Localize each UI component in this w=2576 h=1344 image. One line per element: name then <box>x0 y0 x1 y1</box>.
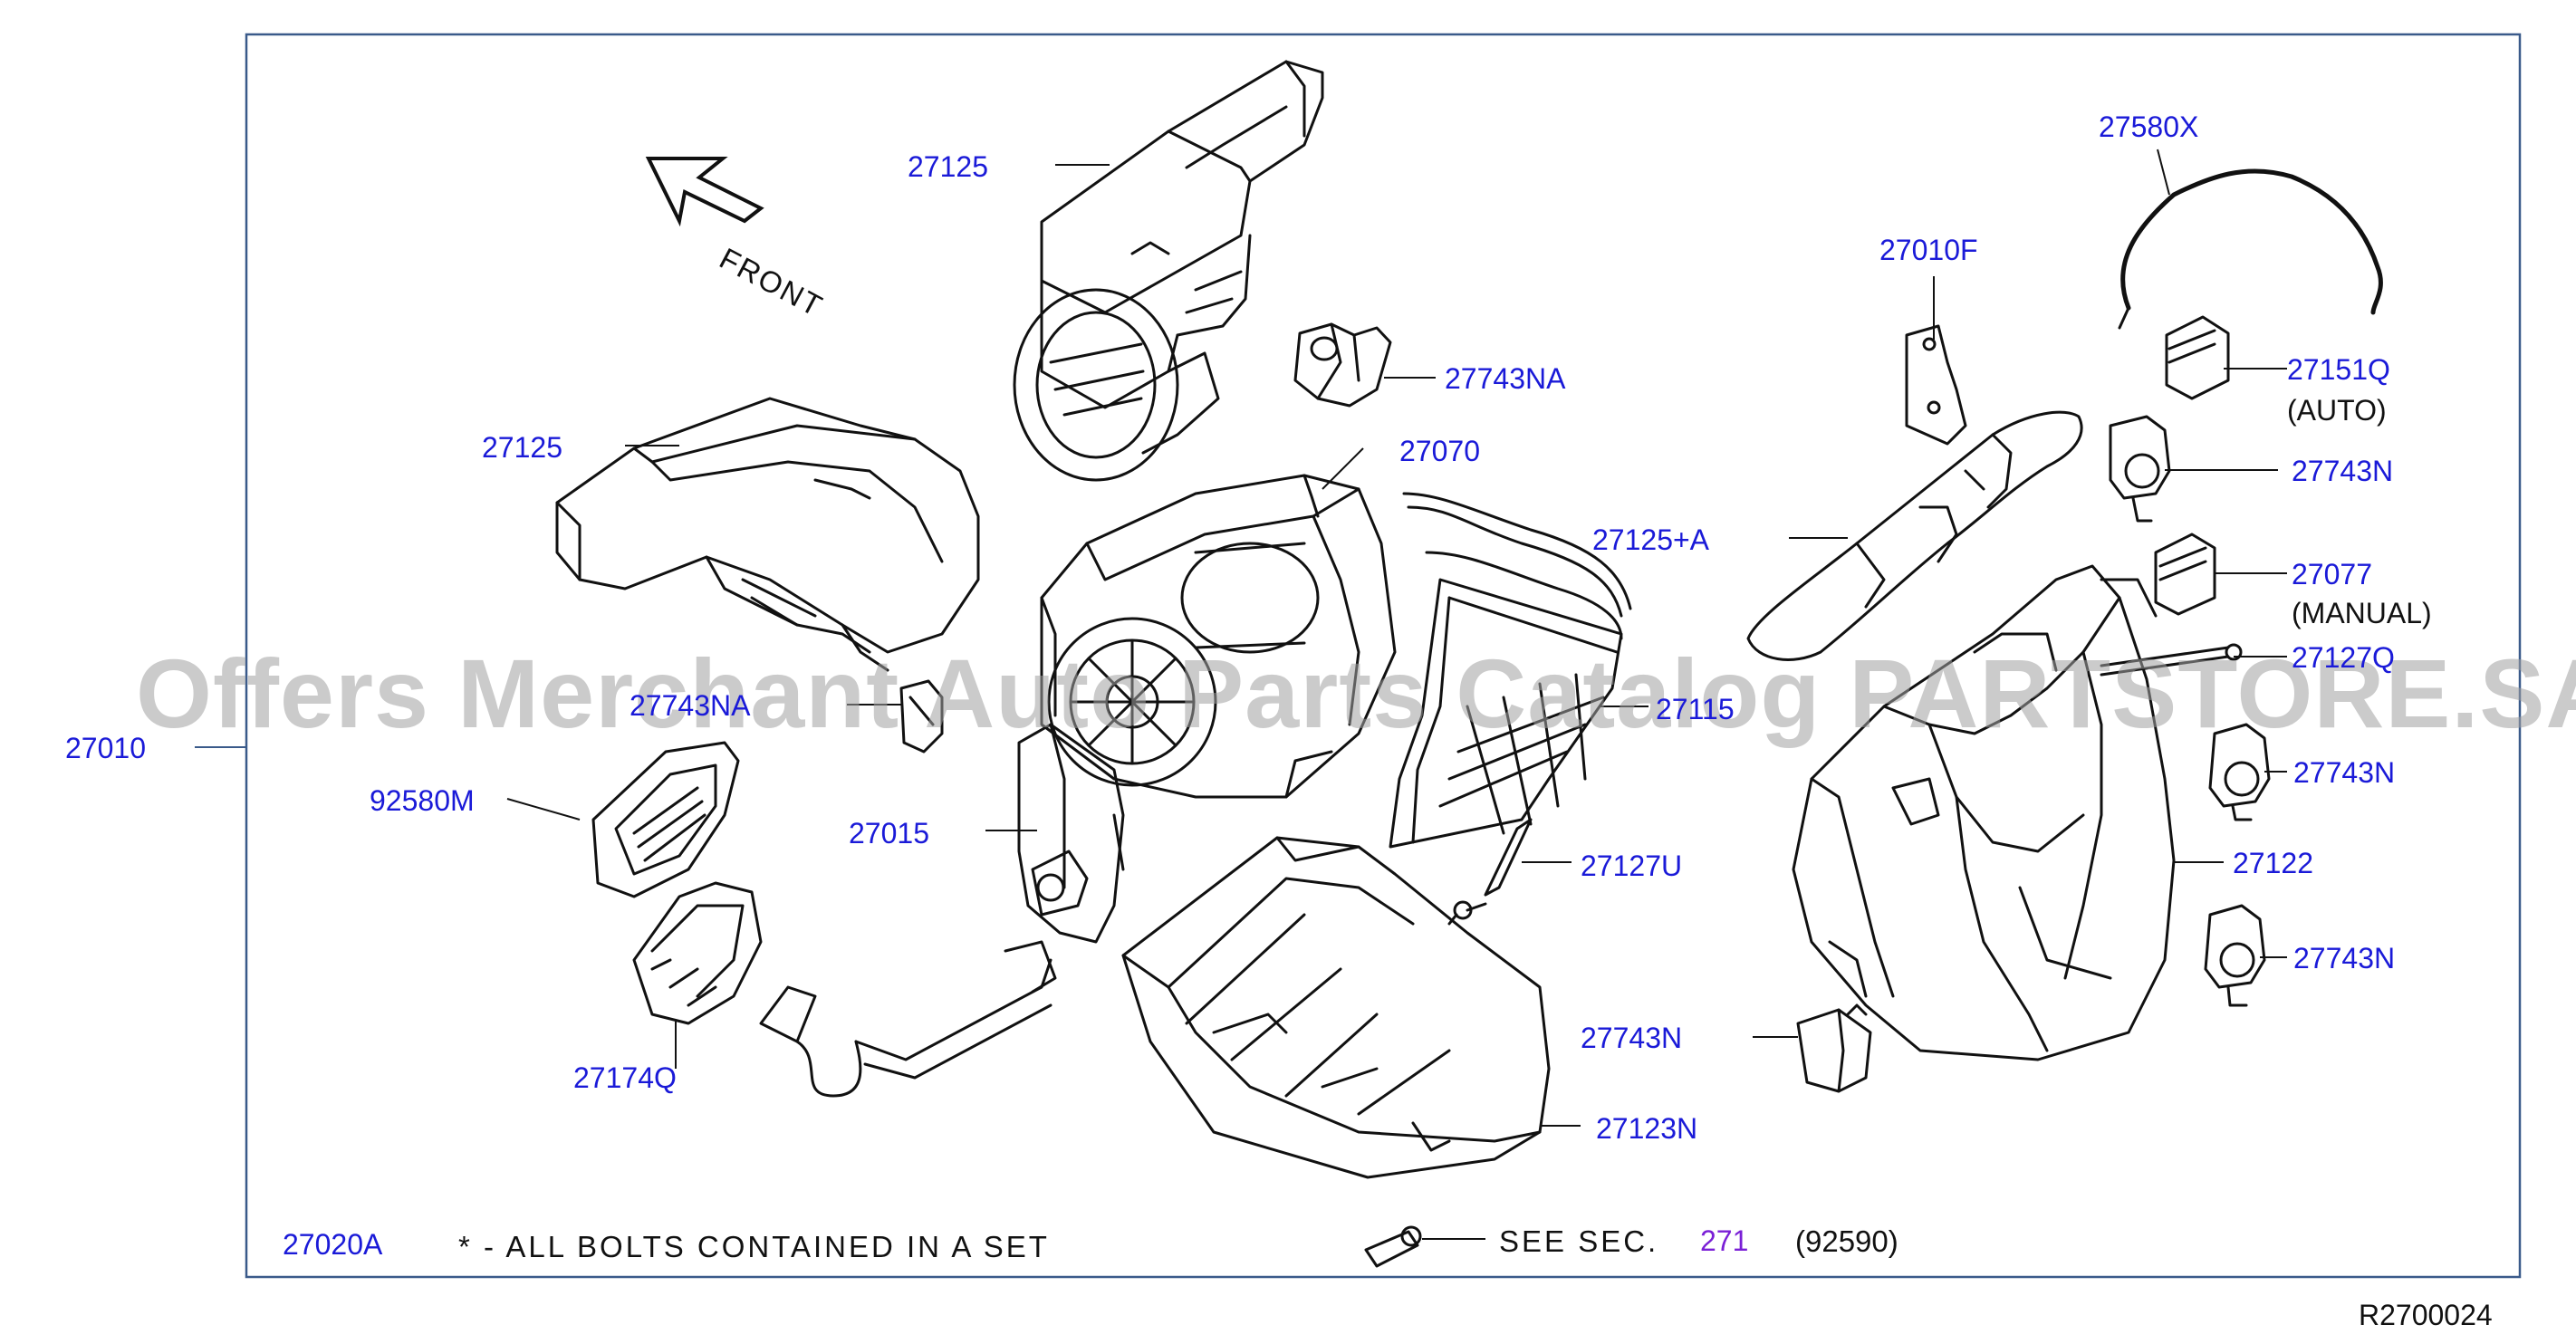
label-27743N-r1[interactable]: 27743N <box>2292 455 2394 487</box>
part-actuator-27743N-bottom <box>1796 1003 1872 1093</box>
label-27743N-bottom[interactable]: 27743N <box>1581 1022 1683 1054</box>
part-duct-27125-top <box>1013 60 1324 482</box>
part-actuator-27743N-r2 <box>2208 723 2271 821</box>
part-housing-27015 <box>1017 723 1125 944</box>
part-module-27151Q <box>2165 315 2230 400</box>
label-27122[interactable]: 27122 <box>2233 847 2313 879</box>
part-blower-27070 <box>1040 474 1397 799</box>
qualifier-manual: (MANUAL) <box>2292 597 2432 629</box>
label-27070[interactable]: 27070 <box>1399 435 1480 467</box>
label-27115[interactable]: 27115 <box>1656 693 1735 725</box>
see-sec-prefix: SEE SEC. <box>1499 1224 1659 1258</box>
part-module-27077 <box>2154 533 2216 616</box>
label-27174Q[interactable]: 27174Q <box>573 1061 677 1094</box>
reference-id: R2700024 <box>2359 1299 2493 1331</box>
label-27010F[interactable]: 27010F <box>1879 234 1978 266</box>
part-hose-27174Q <box>632 881 1057 1098</box>
diagram-frame <box>245 33 2522 1279</box>
part-actuator-27743N-r1 <box>2109 415 2171 523</box>
label-27077[interactable]: 27077 <box>2292 558 2372 590</box>
label-27125A[interactable]: 27125+A <box>1592 523 1710 556</box>
part-clip-27743NA-left <box>899 679 944 754</box>
part-actuator-27743N-r3 <box>2204 904 2266 1007</box>
part-actuator-27743NA-upper <box>1293 322 1392 408</box>
part-duct-27125-left <box>555 397 980 672</box>
label-27010[interactable]: 27010 <box>65 732 146 764</box>
label-27151Q[interactable]: 27151Q <box>2287 353 2390 386</box>
part-link-27127U <box>1447 818 1533 926</box>
part-case-27122 <box>1792 564 2176 1061</box>
label-27743N-r2[interactable]: 27743N <box>2293 756 2396 789</box>
part-case-27123N <box>1121 836 1551 1179</box>
label-27127Q[interactable]: 27127Q <box>2292 641 2395 674</box>
leader-27070 <box>1322 447 1364 490</box>
label-27743N-r3[interactable]: 27743N <box>2293 942 2396 974</box>
part-duct-27125A <box>1746 410 2083 661</box>
part-bolt-see-sec <box>1364 1225 1422 1268</box>
part-bracket-27010F <box>1905 324 1967 446</box>
label-27743NA-upper[interactable]: 27743NA <box>1445 362 1566 395</box>
see-sec-number-link[interactable]: 271 <box>1700 1224 1749 1257</box>
part-wire-27580X <box>2118 168 2383 330</box>
qualifier-auto: (AUTO) <box>2287 394 2387 427</box>
label-27123N[interactable]: 27123N <box>1596 1112 1698 1145</box>
label-27743NA-left[interactable]: 27743NA <box>630 689 751 722</box>
bolts-note: * - ALL BOLTS CONTAINED IN A SET <box>458 1230 1050 1263</box>
label-27125-top[interactable]: 27125 <box>908 150 988 183</box>
label-27127U[interactable]: 27127U <box>1581 850 1683 882</box>
part-grille-92580M <box>591 741 740 898</box>
leader-92580M <box>506 798 581 821</box>
label-92580M[interactable]: 92580M <box>370 784 475 817</box>
leader-27580X <box>2157 149 2170 196</box>
label-27015[interactable]: 27015 <box>849 817 929 850</box>
label-27125-left[interactable]: 27125 <box>482 431 562 464</box>
part-rod-27127Q <box>2100 643 2243 677</box>
part-heater-core-27115 <box>1389 492 1632 849</box>
see-sec-code: (92590) <box>1795 1224 1898 1258</box>
label-27020A[interactable]: 27020A <box>283 1228 383 1261</box>
front-arrow-icon <box>645 157 764 227</box>
label-27580X[interactable]: 27580X <box>2099 110 2199 143</box>
